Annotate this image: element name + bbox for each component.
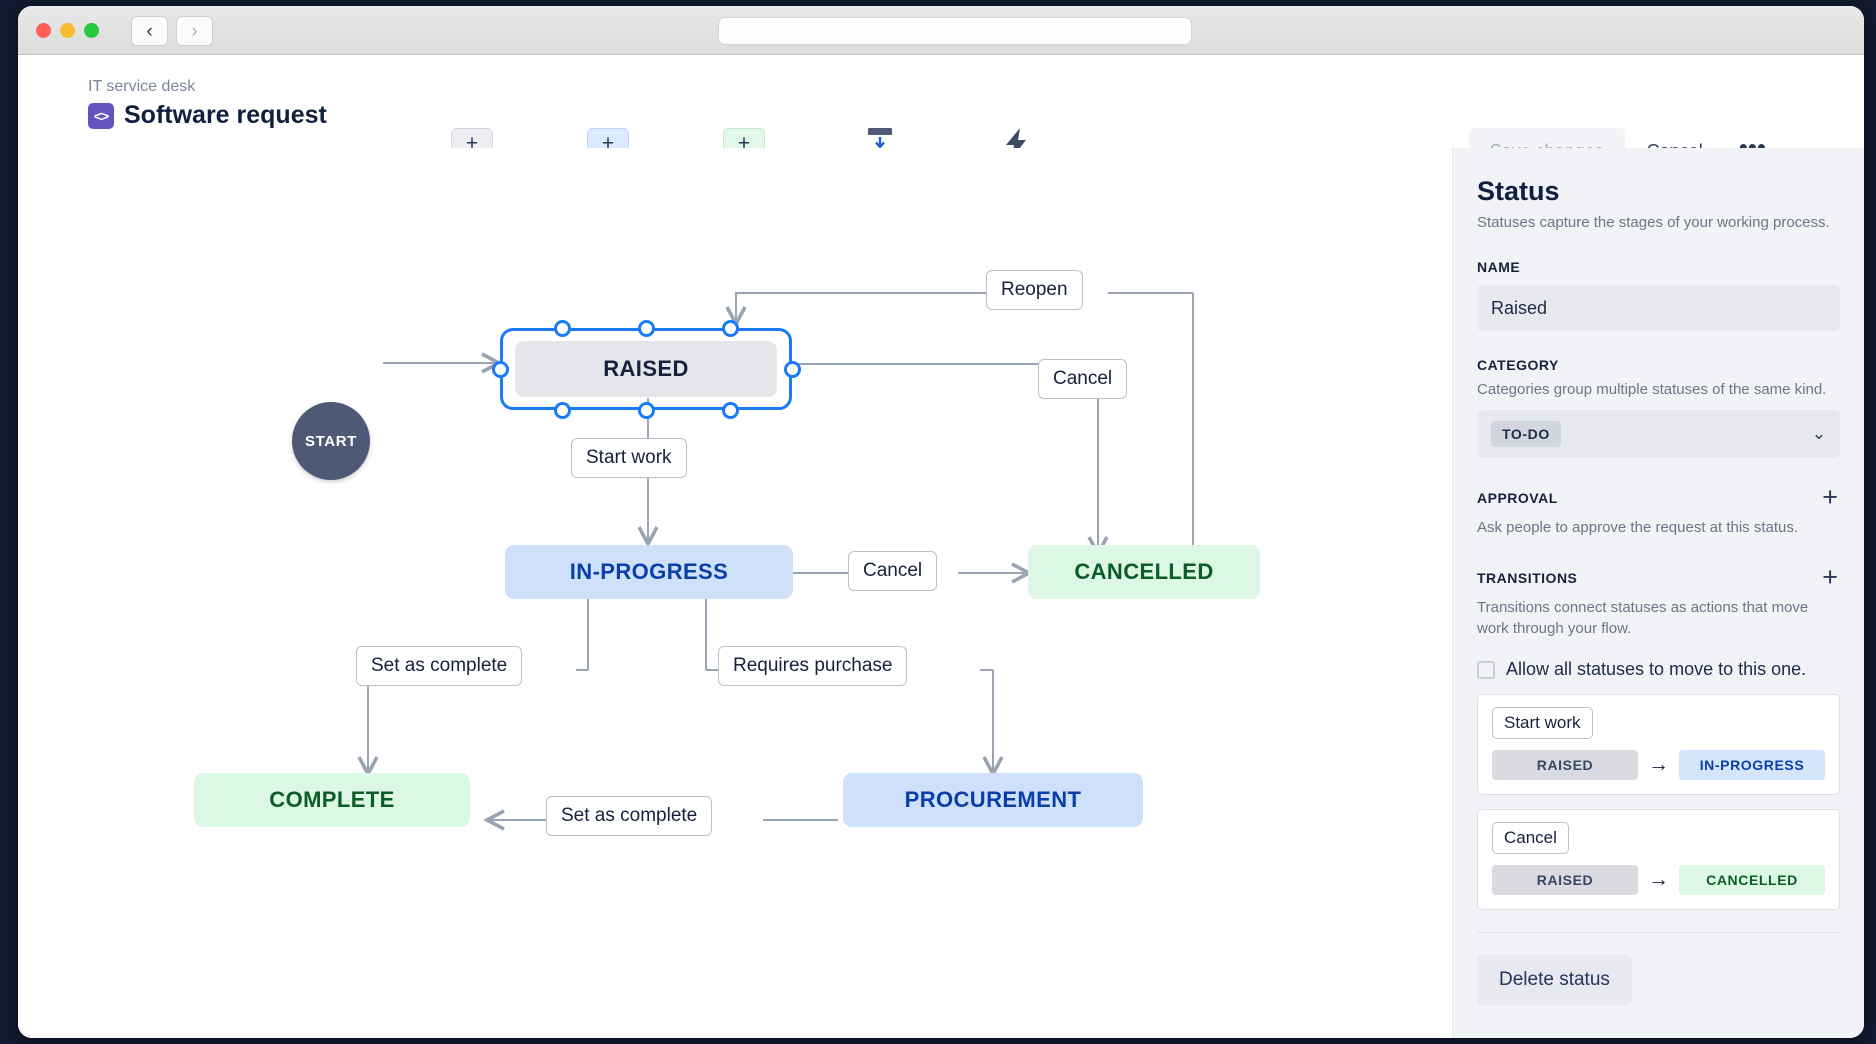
workflow-canvas[interactable]: START RAISED IN-PROGRESS CANCELLED COMPL… (18, 148, 1452, 1038)
edge-label-cancel-raised[interactable]: Cancel (1038, 359, 1128, 399)
forward-icon[interactable]: › (176, 16, 213, 46)
add-approval-icon[interactable]: + (1822, 482, 1838, 512)
transitions-section-head: TRANSITIONS + (1477, 564, 1840, 591)
transition-name[interactable]: Cancel (1492, 822, 1569, 854)
transition-from-status: RAISED (1492, 750, 1638, 780)
category-label: CATEGORY (1477, 357, 1559, 373)
status-name-input[interactable] (1477, 285, 1840, 331)
status-panel: Status Statuses capture the stages of yo… (1452, 148, 1864, 1038)
panel-divider (1477, 932, 1840, 933)
breadcrumb[interactable]: IT service desk (88, 78, 196, 95)
close-window-button[interactable] (36, 23, 51, 38)
allow-all-label: Allow all statuses to move to this one. (1506, 659, 1807, 679)
workflow-node-in-progress[interactable]: IN-PROGRESS (505, 545, 793, 599)
resize-handle-n[interactable] (638, 320, 655, 337)
resize-handle-w[interactable] (492, 361, 509, 378)
transitions-label: TRANSITIONS (1477, 569, 1578, 586)
workflow-node-procurement[interactable]: PROCUREMENT (843, 773, 1143, 827)
app-body: IT service desk <> Software request + To… (18, 55, 1864, 1038)
arrow-right-icon: → (1648, 868, 1669, 891)
chevron-down-icon: ⌄ (1811, 424, 1826, 443)
panel-heading: Status (1477, 176, 1560, 206)
maximize-window-button[interactable] (84, 23, 99, 38)
transition-flow: RAISED → CANCELLED (1492, 865, 1825, 895)
transition-to-status: IN-PROGRESS (1679, 750, 1825, 780)
app-header: IT service desk <> Software request + To… (18, 55, 1864, 207)
category-value: TO-DO (1491, 421, 1561, 447)
resize-handle-sw[interactable] (554, 402, 571, 419)
arrow-right-icon: → (1648, 753, 1669, 776)
edge-label-set-as-complete-progress[interactable]: Set as complete (356, 646, 523, 686)
approval-section-head: APPROVAL + (1477, 484, 1840, 511)
delete-status-button[interactable]: Delete status (1477, 955, 1632, 1005)
resize-handle-nw[interactable] (554, 320, 571, 337)
category-select[interactable]: TO-DO ⌄ (1477, 410, 1840, 458)
resize-handle-ne[interactable] (722, 320, 739, 337)
browser-titlebar: ‹ › (18, 6, 1864, 55)
workflow-node-cancelled[interactable]: CANCELLED (1028, 545, 1260, 599)
approval-hint: Ask people to approve the request at thi… (1477, 519, 1799, 536)
workflow-node-complete[interactable]: COMPLETE (194, 773, 470, 827)
transition-to-status: CANCELLED (1679, 865, 1825, 895)
workflow-node-raised[interactable]: RAISED (515, 341, 777, 397)
transition-card[interactable]: Start work RAISED → IN-PROGRESS (1477, 694, 1840, 795)
title-block: IT service desk <> Software request (88, 77, 327, 130)
edge-label-cancel-progress[interactable]: Cancel (848, 551, 938, 591)
resize-handle-s[interactable] (638, 402, 655, 419)
edge-label-set-as-complete-procurement[interactable]: Set as complete (546, 796, 713, 836)
resize-handle-e[interactable] (784, 361, 801, 378)
approval-label: APPROVAL (1477, 489, 1558, 506)
rules-glyph (948, 123, 1084, 163)
transition-flow: RAISED → IN-PROGRESS (1492, 750, 1825, 780)
category-hint: Categories group multiple statuses of th… (1477, 381, 1827, 398)
address-bar[interactable] (718, 17, 1192, 45)
workflow-node-start[interactable]: START (292, 402, 370, 480)
navigation-buttons: ‹ › (131, 16, 213, 46)
browser-window: ‹ › IT service desk <> Software request … (18, 6, 1864, 1038)
transition-from-status: RAISED (1492, 865, 1638, 895)
back-icon[interactable]: ‹ (131, 16, 168, 46)
code-icon: <> (88, 102, 114, 129)
panel-subtitle: Statuses capture the stages of your work… (1477, 214, 1830, 231)
transitions-hint: Transitions connect statuses as actions … (1477, 599, 1809, 637)
edge-label-requires-purchase[interactable]: Requires purchase (718, 646, 908, 686)
add-transition-icon[interactable]: + (1822, 562, 1838, 592)
allow-all-checkbox[interactable] (1477, 660, 1495, 679)
lightning-icon (1006, 128, 1026, 158)
minimize-window-button[interactable] (60, 23, 75, 38)
window-controls (36, 23, 99, 38)
transition-name[interactable]: Start work (1492, 707, 1593, 739)
transition-card[interactable]: Cancel RAISED → CANCELLED (1477, 809, 1840, 910)
resize-handle-se[interactable] (722, 402, 739, 419)
edge-label-start-work[interactable]: Start work (571, 438, 687, 478)
page-title: Software request (124, 101, 327, 129)
allow-all-statuses-row[interactable]: Allow all statuses to move to this one. (1477, 659, 1840, 680)
edge-label-reopen[interactable]: Reopen (986, 270, 1083, 310)
page-title-row: <> Software request (88, 101, 327, 130)
name-label: NAME (1477, 259, 1521, 275)
